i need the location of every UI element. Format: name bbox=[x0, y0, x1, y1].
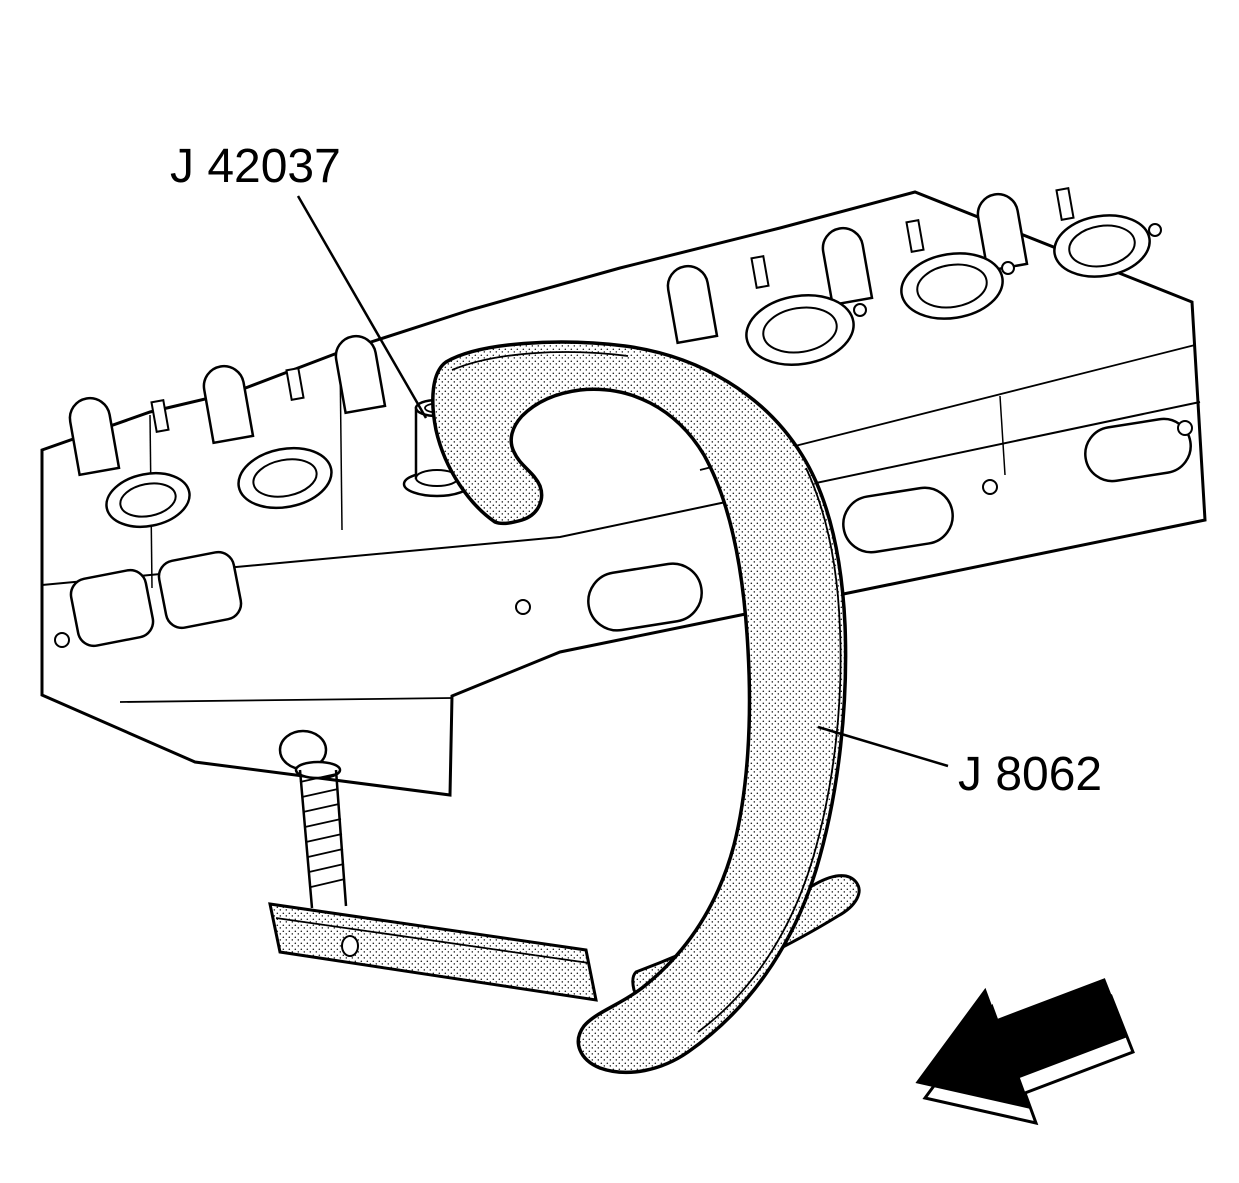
port-opening bbox=[157, 550, 243, 630]
frame-top-edge-line bbox=[451, 351, 629, 371]
bolt-hole bbox=[515, 599, 531, 615]
bolt-hole bbox=[1177, 420, 1193, 436]
port-opening bbox=[587, 562, 703, 632]
cylinder-head-drawing bbox=[40, 187, 1207, 797]
compressor-screw bbox=[294, 760, 348, 909]
direction-arrow-top-face bbox=[915, 978, 1128, 1110]
bolt-hole bbox=[54, 632, 70, 648]
bolt-hole bbox=[982, 479, 998, 495]
compressor-foot-bar bbox=[268, 902, 598, 1002]
rib-line-4 bbox=[999, 395, 1006, 476]
leader-line-j8062 bbox=[817, 725, 949, 768]
leader-line-j42037 bbox=[296, 195, 428, 419]
spring-pockets bbox=[105, 214, 1162, 529]
frame-thickness-line bbox=[697, 467, 842, 1033]
foot-bar-hole bbox=[341, 935, 359, 957]
port-opening bbox=[69, 568, 155, 648]
direction-arrow-icon bbox=[915, 978, 1135, 1126]
label-j8062: J 8062 bbox=[958, 748, 1102, 801]
compressor-frame bbox=[431, 340, 848, 1075]
label-j42037: J 42037 bbox=[170, 140, 341, 193]
block-top-line bbox=[119, 697, 453, 703]
port-opening bbox=[842, 486, 954, 554]
cam-towers bbox=[68, 192, 1029, 477]
port-opening bbox=[1084, 417, 1192, 483]
head-studs bbox=[150, 187, 1075, 433]
